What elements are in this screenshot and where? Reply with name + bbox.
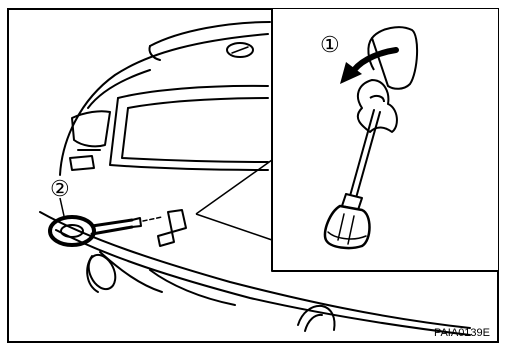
callout-1-label: ① [320, 32, 340, 57]
figure-code: PAIA0139E [434, 327, 490, 339]
bracket-drawing [158, 210, 186, 246]
tow-hook-drawing [50, 217, 162, 245]
callout-2-label: ② [50, 176, 70, 201]
